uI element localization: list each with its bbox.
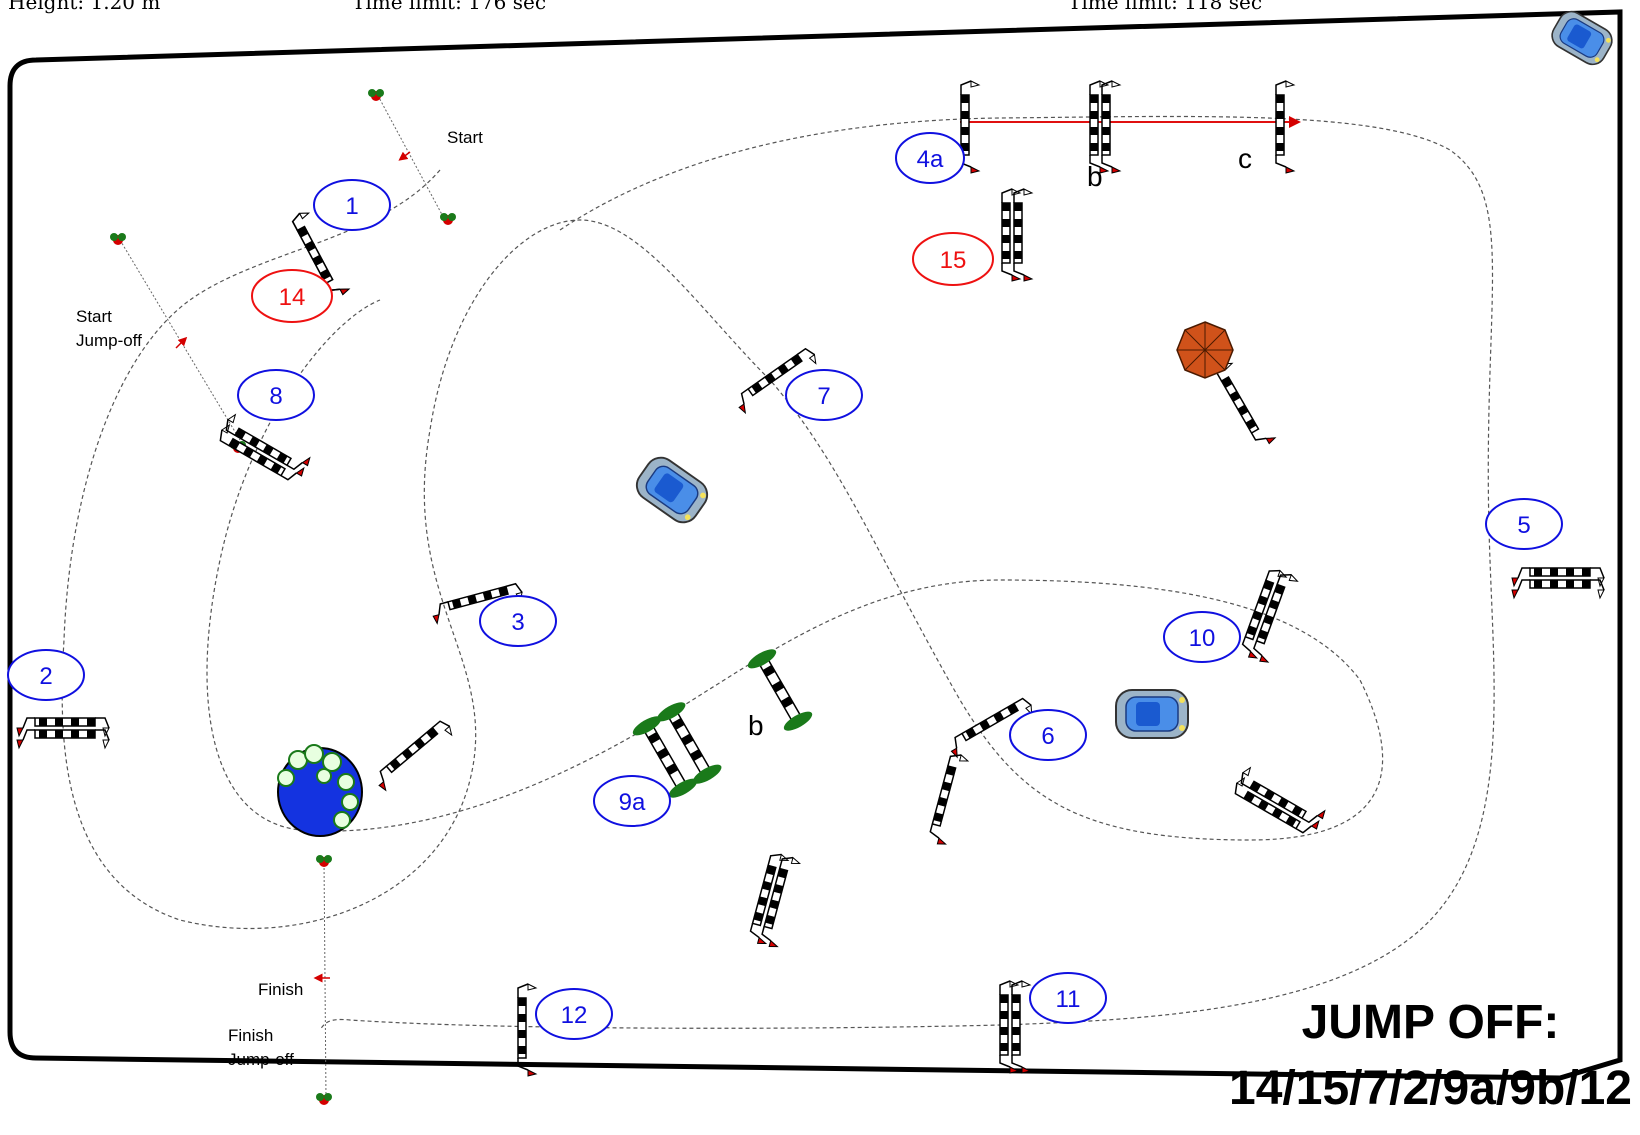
obstacle-8-fence [217, 413, 312, 485]
car-icon-right [1115, 689, 1189, 739]
header: Height: 1.20 m Time limit: 176 sec Time … [0, 0, 1640, 20]
svg-text:1: 1 [345, 193, 358, 220]
svg-text:11: 11 [1056, 986, 1081, 1013]
obstacle-4b-fence [1090, 81, 1120, 173]
svg-text:14: 14 [279, 284, 306, 311]
course-track-outer [319, 115, 1495, 1031]
start-jumpoff-label-2: Jump-off [76, 331, 142, 350]
svg-text:4a: 4a [917, 146, 944, 173]
svg-text:15: 15 [940, 247, 967, 274]
spare-fence-5 [1232, 766, 1327, 838]
svg-text:10: 10 [1189, 625, 1216, 652]
obstacle-2-fence [17, 718, 109, 748]
obstacle-7-label: 7 [785, 369, 863, 421]
obstacle-1-label: 1 [313, 179, 391, 231]
time-limit-label: Time limit: 176 sec [352, 0, 547, 14]
obstacle-15-fence [1002, 189, 1032, 281]
umbrella-icon [1176, 321, 1234, 379]
arena-border [7, 9, 1623, 1081]
obstacle-11-label: 11 [1029, 972, 1107, 1024]
spare-fence-3 [748, 852, 801, 949]
obstacle-4c-letter: c [1238, 143, 1252, 174]
obstacle-10-label: 10 [1163, 611, 1241, 663]
obstacle-2-label: 2 [7, 649, 85, 701]
obstacle-4b-letter: b [1087, 161, 1103, 192]
svg-text:3: 3 [511, 609, 524, 636]
spare-fence-4 [1213, 359, 1277, 450]
obstacle-15-label: 15 [912, 232, 994, 286]
flower-bed-icon [277, 744, 363, 837]
obstacle-12-label: 12 [535, 988, 613, 1040]
start-jumpoff-label-1: Start [76, 307, 112, 326]
obstacle-5-fence [1512, 568, 1604, 598]
jumpoff-title: JUMP OFF: [1301, 996, 1560, 1049]
height-label: Height: 1.20 m [8, 0, 161, 14]
obstacle-8-label: 8 [237, 369, 315, 421]
start-label: Start [447, 128, 483, 147]
svg-text:8: 8 [269, 383, 282, 410]
finish-jumpoff-label-2: Jump-off [228, 1050, 294, 1069]
obstacle-9a-label: 9a [593, 775, 671, 827]
jumpoff-order: 14/15/7/2/9a/9b/12 [1229, 1062, 1632, 1115]
obstacle-11-fence [1000, 981, 1030, 1073]
svg-text:2: 2 [39, 663, 52, 690]
jumpoff-sequence: JUMP OFF: 14/15/7/2/9a/9b/12 [1229, 990, 1632, 1122]
car-icon-center [629, 450, 715, 530]
obstacle-10-fence [1239, 567, 1299, 664]
obstacle-3-label: 3 [479, 595, 557, 647]
obstacle-14-label: 14 [251, 269, 333, 323]
finish-jumpoff-label-1: Finish [228, 1026, 273, 1045]
obstacle-9b-letter: b [748, 710, 764, 741]
svg-text:12: 12 [561, 1002, 588, 1029]
svg-text:7: 7 [817, 383, 830, 410]
course-track [61, 169, 1384, 930]
jumpoff-time-limit-label: Time limit: 118 sec [1068, 0, 1263, 14]
svg-text:6: 6 [1041, 723, 1054, 750]
svg-text:5: 5 [1517, 512, 1530, 539]
obstacle-6-label: 6 [1009, 709, 1087, 761]
obstacle-5-label: 5 [1485, 498, 1563, 550]
obstacle-4c-fence [1275, 80, 1295, 174]
spare-fence-1 [371, 717, 456, 793]
finish-label: Finish [258, 980, 303, 999]
obstacle-4a-label: 4a [895, 132, 965, 184]
svg-text:9a: 9a [619, 789, 646, 816]
spare-fence-2 [926, 751, 970, 847]
